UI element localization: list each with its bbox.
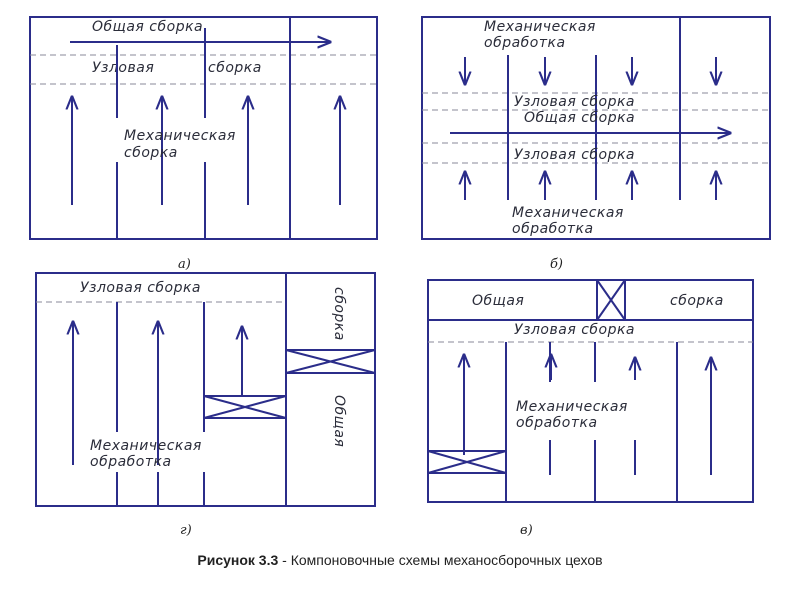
panel-v-transfer-cross — [596, 279, 626, 321]
figure-caption: Рисунок 3.3 - Компоновочные схемы механо… — [0, 552, 800, 568]
panel-a-mid-label-1: Узловая — [92, 60, 154, 76]
panel-a-bottom-label-2: сборка — [124, 145, 178, 161]
panel-v-bottom-label-1: Механическая — [516, 399, 628, 415]
panel-b-caption: б) — [550, 257, 563, 272]
panel-b-bottom-label-1: Механическая — [512, 205, 624, 221]
panel-a-bottom-label-1: Механическая — [124, 128, 236, 144]
panel-g-inner-cross — [203, 395, 287, 419]
panel-b-top-label-2: обработка — [484, 35, 566, 51]
panel-a-caption: а) — [178, 257, 191, 272]
panel-b: Механическая обработка Узловая сборка Об… — [421, 16, 771, 272]
panel-g-transfer-box — [285, 349, 376, 374]
panel-g-bottom-label-1: Механическая — [90, 438, 202, 454]
panel-v-caption: в) — [520, 523, 533, 538]
panel-a-frame — [29, 16, 378, 240]
panel-v-inner-cross — [427, 450, 507, 474]
figure-caption-text: - Компоновочные схемы механосборочных це… — [278, 552, 603, 568]
panel-g-side-label-2: Общая — [331, 395, 347, 447]
panel-b-frame — [421, 16, 771, 240]
panel-b-general-label: Общая сборка — [524, 110, 635, 126]
panel-g-transfer-cross — [285, 349, 376, 374]
panel-v-top-label-1: Общая — [472, 293, 524, 309]
panel-g-frame — [35, 272, 376, 507]
panel-v-transfer-box — [596, 279, 626, 321]
panel-g-side-label-1: сборка — [331, 287, 347, 341]
panel-g: Узловая сборка сборка Общая Механическая… — [35, 272, 376, 538]
panel-b-top-label-1: Механическая — [484, 19, 596, 35]
panel-v: Общая сборка Узловая сборка Механическая… — [427, 279, 754, 538]
panel-a-mid-label-2: сборка — [208, 60, 262, 76]
panel-a-top-label: Общая сборка — [92, 19, 203, 35]
panel-v-node-label: Узловая сборка — [514, 322, 635, 338]
panel-v-bottom-label-2: обработка — [516, 415, 598, 431]
panel-g-caption: г) — [180, 523, 192, 538]
panel-g-top-label: Узловая сборка — [80, 280, 201, 296]
panel-a: Общая сборка Узловая сборка Механическая… — [29, 16, 378, 272]
panel-b-lower-node-label: Узловая сборка — [514, 147, 635, 163]
panel-b-bottom-label-2: обработка — [512, 221, 594, 237]
panel-b-upper-node-label: Узловая сборка — [514, 94, 635, 110]
panel-g-bottom-label-2: обработка — [90, 454, 172, 470]
panel-v-frame — [427, 279, 754, 503]
panel-v-top-label-2: сборка — [670, 293, 724, 309]
figure-number: Рисунок 3.3 — [197, 552, 279, 568]
